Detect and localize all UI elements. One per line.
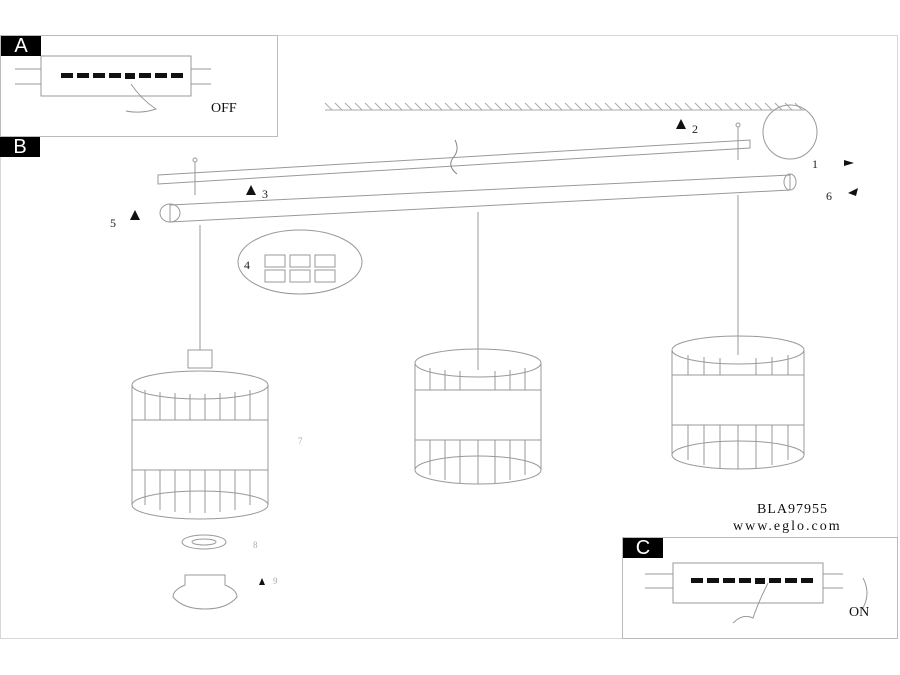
off-label: OFF — [211, 101, 237, 116]
step-4: 4 — [244, 258, 250, 272]
terminal-detail — [237, 229, 363, 295]
shade-ring — [181, 534, 227, 550]
breaker-strip — [672, 562, 824, 604]
diagram-frame — [0, 35, 898, 639]
on-arrow — [862, 577, 868, 609]
panel-a: A OFF — [0, 35, 278, 137]
step-3: 3 — [262, 187, 268, 201]
lamp-holder — [187, 349, 213, 369]
ceiling-rail — [159, 173, 797, 223]
mounting-bracket — [157, 122, 751, 195]
step-5: 5 — [110, 216, 116, 230]
breaker-strip — [40, 55, 192, 97]
panel-c-label: C — [623, 538, 663, 558]
panel-a-label: A — [1, 36, 41, 56]
panel-c: C ON — [622, 537, 898, 639]
hand-icon — [732, 582, 769, 624]
shade-right — [671, 335, 805, 470]
on-label: ON — [849, 605, 870, 620]
hand-icon — [125, 83, 158, 113]
step-9: 9 — [273, 576, 278, 586]
screw-detail — [762, 104, 818, 160]
ceiling-hatch — [324, 102, 805, 111]
website: www.eglo.com — [733, 519, 842, 534]
shade-middle — [414, 348, 542, 485]
step-8: 8 — [253, 540, 258, 550]
panel-b-label: B — [0, 137, 40, 157]
shade-left — [131, 370, 269, 520]
step-2: 2 — [692, 122, 698, 136]
step-7: 7 — [298, 436, 303, 446]
lamp-socket — [172, 574, 238, 610]
step-6: 6 — [826, 189, 832, 203]
product-code: BLA97955 — [757, 502, 828, 517]
step-1: 1 — [812, 157, 818, 171]
